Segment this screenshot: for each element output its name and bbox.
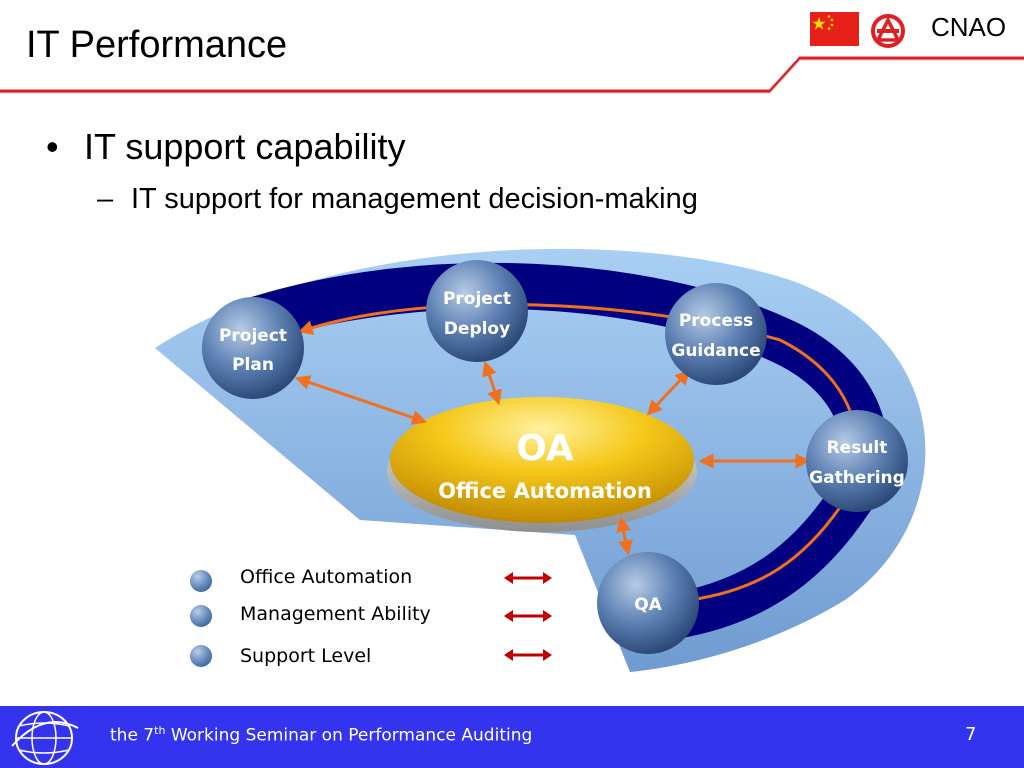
connector-deploy-oa (482, 360, 502, 406)
legend-dot (190, 605, 212, 627)
legend-label: Support Level (240, 645, 372, 667)
bullet-level-2: –IT support for management decision-maki… (97, 183, 698, 216)
footer-bar: the 7th Working Seminar on Performance A… (0, 706, 1024, 768)
node-project-plan: Project Plan (202, 297, 304, 399)
node-label: Project (443, 289, 511, 309)
node-label: Gathering (809, 468, 905, 488)
footer-text-prefix: the 7 (110, 725, 155, 746)
legend-double-arrow-icon (504, 649, 552, 661)
globe-icon (11, 711, 79, 765)
legend-dot (190, 570, 212, 592)
oa-title: OA (516, 428, 574, 469)
oa-subtitle: Office Automation (438, 479, 652, 503)
node-label: Plan (232, 355, 274, 375)
node-qa: QA (597, 552, 699, 654)
bullet-dash: – (97, 183, 114, 215)
footer-text: the 7th Working Seminar on Performance A… (110, 724, 532, 746)
footer-text-sup: th (154, 724, 166, 737)
china-flag-icon (810, 12, 859, 46)
cnao-logo-icon (871, 14, 905, 48)
legend-label: Management Ability (240, 603, 431, 625)
slide-title: IT Performance (26, 24, 288, 66)
org-name: CNAO (931, 12, 1007, 42)
connector-qa-oa (616, 516, 633, 556)
legend-double-arrow-icon (504, 610, 552, 622)
node-label: Process (679, 311, 753, 331)
bullet-text: IT support capability (84, 126, 406, 167)
node-label: Guidance (671, 341, 760, 361)
bullet-text: IT support for management decision-makin… (131, 183, 698, 215)
connector-plan-oa (294, 375, 428, 425)
node-label: Deploy (444, 319, 510, 339)
oa-diagram: OA Office Automation Project Plan Projec… (155, 248, 926, 672)
node-project-deploy: Project Deploy (426, 260, 528, 362)
oa-ellipse (390, 397, 694, 523)
node-result-gathering: Result Gathering (806, 410, 908, 512)
legend-label: Office Automation (240, 566, 413, 588)
node-label: Result (827, 438, 888, 458)
node-label: QA (634, 595, 662, 615)
header-divider (0, 56, 1024, 94)
legend-double-arrow-icon (504, 572, 552, 584)
node-process-guidance: Process Guidance (665, 283, 767, 385)
footer-text-suffix: Working Seminar on Performance Auditing (165, 725, 533, 746)
bullet-dot: • (46, 126, 59, 167)
page-number: 7 (965, 724, 977, 745)
legend-dot (190, 645, 212, 667)
bullet-level-1: • IT support capability (46, 126, 406, 168)
node-label: Project (219, 326, 287, 346)
connector-guidance-oa (646, 369, 691, 416)
